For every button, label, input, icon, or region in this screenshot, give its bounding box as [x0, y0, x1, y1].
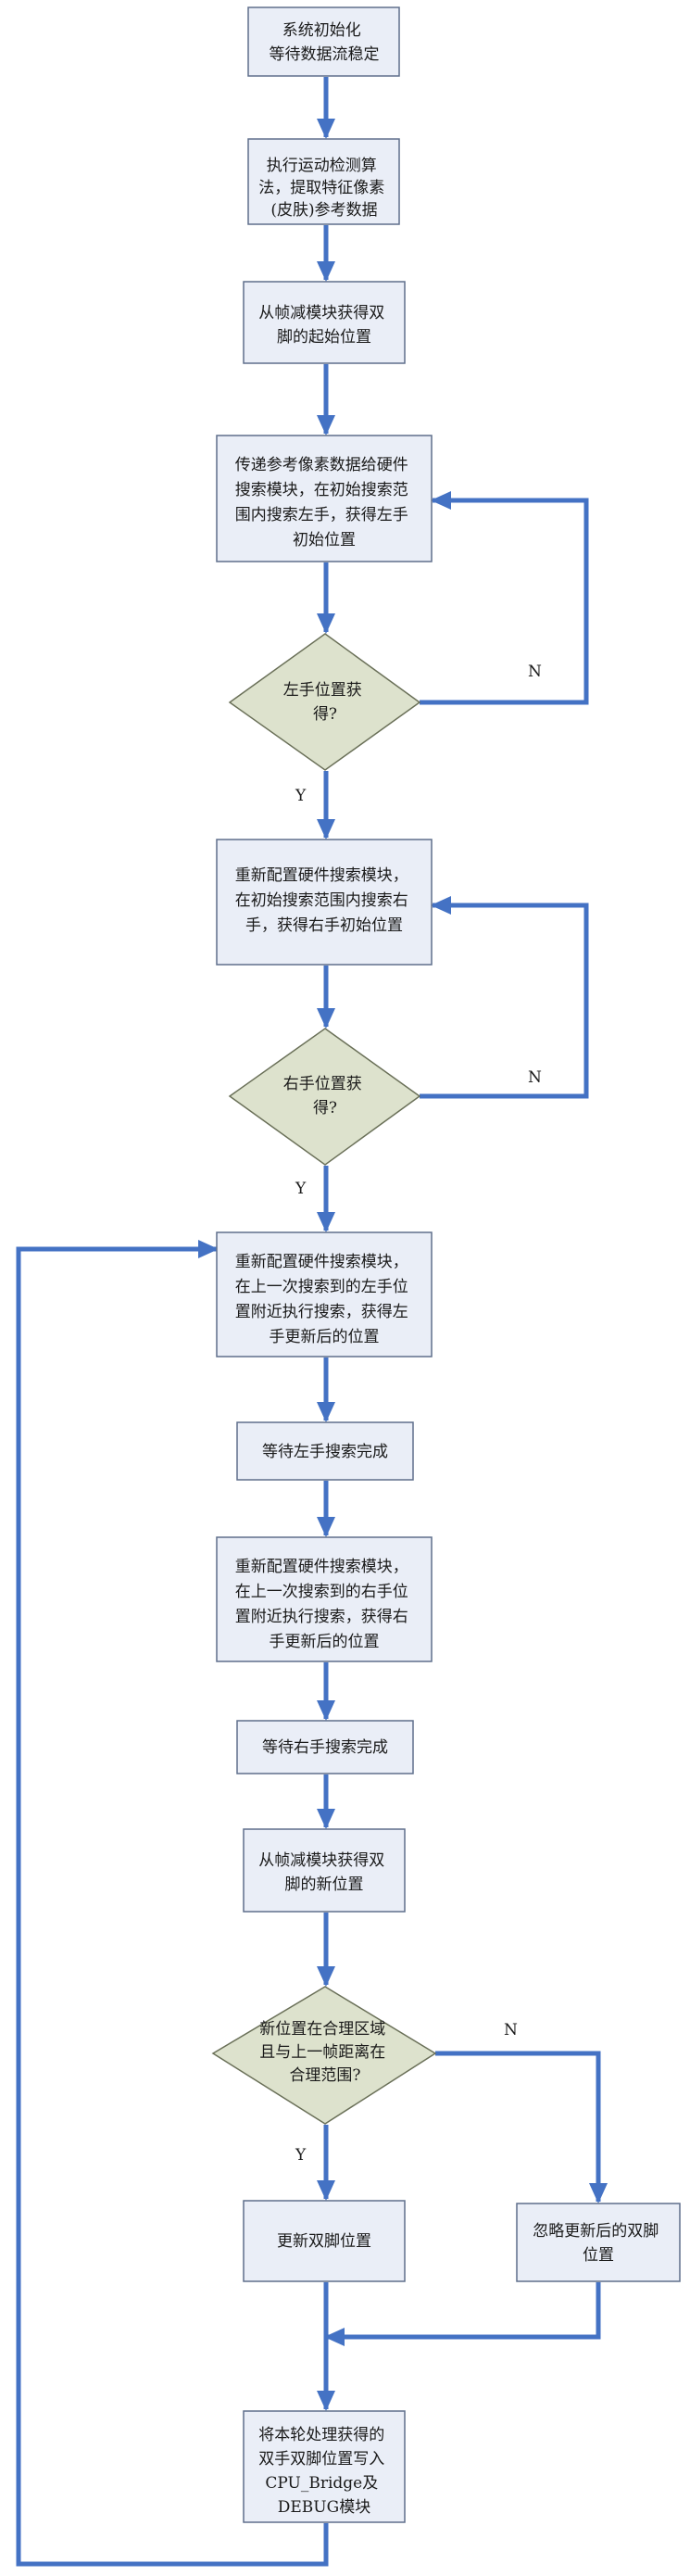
- svg-text:传递参考像素数据给硬件 搜索模块，在初始搜索: 传递参考像素数据给硬件 搜索模块，在初始搜索范 围内搜索左手，获得左手 初始位置: [235, 456, 413, 549]
- node-left-init-line-4: 初始位置: [293, 531, 356, 549]
- node-write-out-line-2: 双手双脚位置写入: [258, 2450, 384, 2469]
- node-feet-ignore-line-2: 位置: [583, 2246, 614, 2265]
- node-right-init-line-1: 重新配置硬件搜索模块，: [235, 866, 408, 885]
- edge-label-feet-check-no: N: [504, 2021, 518, 2039]
- svg-text:从帧减模块获得双 脚的起始位置: 从帧减模块获得双 脚的起始位置: [258, 304, 389, 347]
- node-feet-ignore-line-1: 忽略更新后的双脚: [533, 2222, 659, 2241]
- node-wait-left-line-1: 等待左手搜索完成: [262, 1443, 388, 1461]
- node-left-update-line-1: 重新配置硬件搜索模块，: [235, 1253, 408, 1271]
- node-right-update-line-2: 在上一次搜索到的右手位: [235, 1583, 408, 1601]
- node-right-update-line-1: 重新配置硬件搜索模块，: [235, 1558, 408, 1576]
- edge-label-left-ok-no: N: [528, 663, 542, 681]
- node-left-update-line-3: 置附近执行搜索，获得左: [235, 1303, 408, 1321]
- node-right-init: 重新配置硬件搜索模块， 在初始搜索范围内搜索右 手，获得右手初始位置: [216, 839, 433, 966]
- node-feet-ignore: 忽略更新后的双脚 位置: [516, 2203, 681, 2282]
- svg-text:重新配置硬件搜索模块， 在上一次搜索到的右手: 重新配置硬件搜索模块， 在上一次搜索到的右手位 置附近执行搜索，获得右 手更新后…: [235, 1558, 413, 1651]
- node-motion-line-3: (皮肤)参考数据: [270, 201, 377, 220]
- svg-text:将本轮处理获得的 双手双脚位置写入: 将本轮处理获得的 双手双脚位置写入 CPU_Bridge及 DEBUG模块: [258, 2426, 389, 2517]
- node-init-line-2: 等待数据流稳定: [270, 45, 380, 64]
- svg-text:更新双脚位置: 更新双脚位置: [277, 2232, 371, 2251]
- node-right-init-line-3: 手，获得右手初始位置: [245, 916, 403, 935]
- edge-left-ok-no-loop: [420, 491, 589, 705]
- node-wait-left: 等待左手搜索完成: [236, 1421, 414, 1481]
- node-left-ok-line-2: 得?: [313, 705, 337, 724]
- edge-feet-check-no: [435, 2051, 608, 2203]
- node-feet-check-line-1: 新位置在合理区域: [259, 2020, 385, 2039]
- edge-label-feet-check-yes: Y: [295, 2146, 307, 2165]
- node-motion-line-2: 法，提取特征像素: [258, 179, 384, 197]
- node-feet-check-line-3: 合理范围?: [289, 2066, 360, 2085]
- node-init: 系统初始化 等待数据流稳定: [247, 6, 400, 77]
- edge-write-out-loop-back: [16, 1240, 329, 2567]
- node-motion-line-1: 执行运动检测算: [267, 157, 377, 175]
- node-feet-start: 从帧减模块获得双 脚的起始位置: [243, 281, 406, 364]
- edge-label-right-ok-yes: Y: [295, 1180, 307, 1198]
- node-write-out: 将本轮处理获得的 双手双脚位置写入 CPU_Bridge及 DEBUG模块: [243, 2410, 406, 2523]
- node-left-update-line-4: 手更新后的位置: [270, 1328, 380, 1346]
- edge-label-left-ok-yes: Y: [295, 787, 307, 805]
- node-wait-right-line-1: 等待右手搜索完成: [262, 1738, 388, 1757]
- node-feet-check: 新位置在合理区域 且与上一帧距离在 合理范围?: [211, 1986, 437, 2125]
- node-write-out-line-4: DEBUG模块: [278, 2498, 370, 2517]
- edge-right-ok-no-loop: [420, 896, 589, 1099]
- node-write-out-line-1: 将本轮处理获得的: [258, 2426, 384, 2444]
- edge-feet-ignore-to-merge: [324, 2282, 601, 2346]
- svg-text:等待左手搜索完成: 等待左手搜索完成: [262, 1443, 388, 1461]
- svg-text:重新配置硬件搜索模块， 在初始搜索范围内搜索: 重新配置硬件搜索模块， 在初始搜索范围内搜索右 手，获得右手初始位置: [235, 866, 413, 935]
- node-right-ok: 右手位置获 得?: [228, 1028, 421, 1166]
- node-left-update-line-2: 在上一次搜索到的左手位: [235, 1278, 408, 1296]
- svg-text:等待右手搜索完成: 等待右手搜索完成: [262, 1738, 388, 1757]
- node-right-update-line-3: 置附近执行搜索，获得右: [235, 1608, 408, 1626]
- svg-text:从帧减模块获得双 脚的新位置: 从帧减模块获得双 脚的新位置: [258, 1851, 389, 1894]
- node-feet-start-line-1: 从帧减模块获得双: [258, 304, 384, 322]
- node-wait-right: 等待右手搜索完成: [236, 1720, 414, 1774]
- node-feet-update-line-1: 更新双脚位置: [277, 2232, 371, 2251]
- node-right-init-line-2: 在初始搜索范围内搜索右: [235, 891, 408, 910]
- node-feet-new-line-1: 从帧减模块获得双: [258, 1851, 384, 1870]
- node-left-init-line-3: 围内搜索左手，获得左手: [235, 506, 408, 524]
- node-feet-update: 更新双脚位置: [243, 2200, 406, 2282]
- node-right-ok-line-2: 得?: [313, 1099, 337, 1118]
- edge-label-right-ok-no: N: [528, 1068, 542, 1087]
- node-right-update-line-4: 手更新后的位置: [270, 1633, 380, 1651]
- node-left-update: 重新配置硬件搜索模块， 在上一次搜索到的左手位 置附近执行搜索，获得左 手更新后…: [216, 1231, 433, 1357]
- node-left-init-line-1: 传递参考像素数据给硬件: [235, 456, 408, 474]
- node-right-ok-line-1: 右手位置获: [283, 1075, 362, 1093]
- node-right-update: 重新配置硬件搜索模块， 在上一次搜索到的右手位 置附近执行搜索，获得右 手更新后…: [216, 1536, 433, 1662]
- node-feet-new: 从帧减模块获得双 脚的新位置: [243, 1828, 406, 1913]
- node-feet-new-line-2: 脚的新位置: [285, 1875, 364, 1894]
- svg-text:左手位置获 得?: 左手位置获 得?: [283, 681, 367, 724]
- node-feet-start-line-2: 脚的起始位置: [277, 328, 371, 347]
- node-left-init: 传递参考像素数据给硬件 搜索模块，在初始搜索范 围内搜索左手，获得左手 初始位置: [216, 435, 433, 562]
- svg-text:右手位置获 得?: 右手位置获 得?: [283, 1075, 367, 1118]
- node-feet-check-line-2: 且与上一帧距离在: [259, 2043, 385, 2062]
- node-init-line-1: 系统初始化: [282, 21, 361, 40]
- svg-text:系统初始化 等待数据流稳定: 系统初始化 等待数据流稳定: [270, 21, 380, 64]
- svg-text:新位置在合理区域 且与上一帧距离在: 新位置在合理区域 且与上一帧距离在 合理范围?: [259, 2020, 390, 2085]
- svg-text:忽略更新后的双脚 位置: 忽略更新后的双脚 位置: [533, 2222, 663, 2265]
- svg-text:重新配置硬件搜索模块， 在上一次搜索到的左手: 重新配置硬件搜索模块， 在上一次搜索到的左手位 置附近执行搜索，获得左 手更新后…: [235, 1253, 413, 1346]
- node-left-init-line-2: 搜索模块，在初始搜索范: [235, 481, 408, 499]
- node-write-out-line-3: CPU_Bridge及: [265, 2474, 378, 2493]
- node-left-ok-line-1: 左手位置获: [283, 681, 362, 700]
- svg-text:执行运动检测算 法，提取特征像素: 执行运动检测算 法，提取特征像素 (皮肤)参考数据: [258, 157, 389, 220]
- node-left-ok: 左手位置获 得?: [228, 633, 421, 771]
- node-motion: 执行运动检测算 法，提取特征像素 (皮肤)参考数据: [247, 138, 400, 225]
